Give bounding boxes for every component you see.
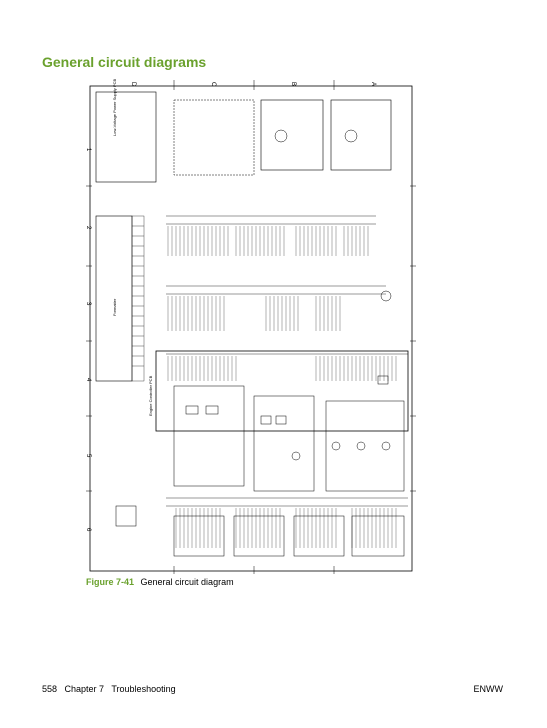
column-label: D [130,82,136,87]
connector-strip [131,215,145,382]
sensor-symbol [185,375,389,425]
circuit-diagram: D C B A 1 2 3 4 5 6 Low-Voltage Power Su… [86,76,416,574]
diagram-frame [89,85,413,572]
formatter-block [95,215,133,382]
module-block [173,99,255,176]
figure-number: Figure 7-41 [86,577,135,587]
figure-caption: Figure 7-41 General circuit diagram [86,577,234,587]
module-block [173,385,245,487]
module-block [330,99,392,171]
page-footer-right: ENWW [473,684,504,694]
module-block [173,515,225,557]
figure-caption-text: General circuit diagram [140,577,234,587]
wire-bus [166,215,408,507]
engine-controller-block [155,350,409,432]
module-block [293,515,345,557]
column-label: C [210,82,216,87]
row-label: 3 [86,302,91,306]
row-label: 4 [86,378,91,382]
row-label: 2 [86,226,91,230]
row-label: 5 [86,454,91,458]
module-block [233,515,285,557]
column-label: B [290,82,296,86]
column-label: A [370,82,376,86]
page-footer-left: 558 Chapter 7 Troubleshooting [42,684,176,694]
component-label: Engine Controller PCB [148,375,153,416]
motor-symbol [274,129,392,461]
page-title: General circuit diagrams [42,54,207,70]
component-label: Low-Voltage Power Supply PCB [112,79,117,136]
module-block [351,515,405,557]
module-block [253,395,315,492]
module-block [260,99,324,171]
component-label: Formatter [112,298,117,316]
module-block [115,505,137,527]
module-block [325,400,405,492]
power-supply-block [95,91,157,183]
connector-pins [167,226,397,548]
row-label: 1 [86,148,91,152]
row-label: 6 [86,528,91,532]
